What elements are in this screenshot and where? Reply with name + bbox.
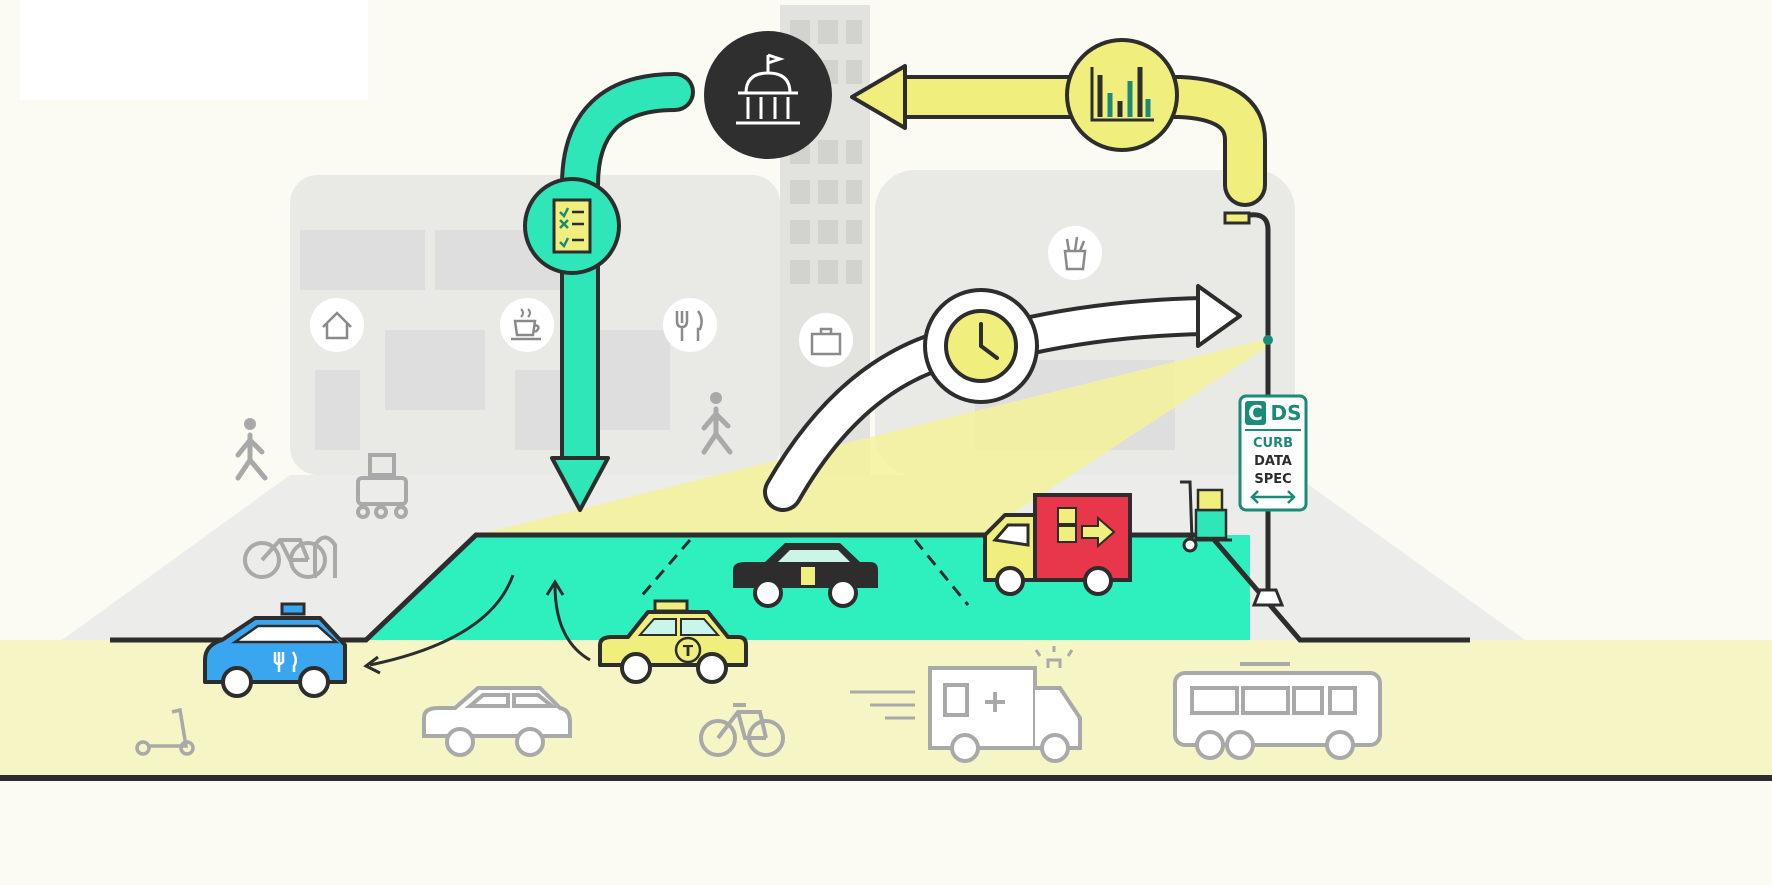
city-hall-icon <box>704 31 832 159</box>
sign-line-data: DATA <box>1254 454 1292 469</box>
rideshare-car <box>733 543 878 608</box>
delivery-robot-icon <box>356 453 408 519</box>
briefcase-icon <box>799 313 853 367</box>
hand-truck-icon <box>1180 480 1232 553</box>
bike-rack-icon <box>243 535 337 579</box>
taxi-badge-letter: T <box>683 642 694 660</box>
fork-knife-icon <box>663 298 717 352</box>
checklist-icon <box>523 177 621 275</box>
taxi-car: T <box>598 599 748 684</box>
pedestrian-icon <box>235 418 268 481</box>
blank-panel <box>20 0 368 100</box>
curb-data-spec-sign: C DS CURB DATA SPEC <box>1238 394 1308 512</box>
light-beam <box>476 338 1270 535</box>
pull-in-arrow <box>553 584 591 662</box>
sign-line-curb: CURB <box>1253 436 1293 451</box>
clock-icon <box>923 288 1039 404</box>
city-bus <box>1173 662 1382 760</box>
delivery-truck <box>983 493 1132 596</box>
pedestrian-icon <box>701 392 733 455</box>
yellow-data-arrow <box>882 79 1263 203</box>
scooter-icon <box>135 707 195 756</box>
sign-line-spec: SPEC <box>1254 472 1291 487</box>
house-icon <box>310 298 364 352</box>
ambulance <box>850 646 1082 763</box>
green-policy-arrow <box>564 76 691 486</box>
coffee-icon <box>500 298 554 352</box>
autonomous-delivery-car <box>203 602 347 698</box>
sign-letter-c: C <box>1248 401 1263 425</box>
sign-letters-ds: DS <box>1270 401 1301 425</box>
bar-chart-icon <box>1065 38 1179 152</box>
pull-out-arrow <box>369 574 515 667</box>
sedan-car <box>422 686 572 757</box>
bicycle-icon <box>699 703 785 757</box>
grocery-bag-icon <box>1048 226 1102 280</box>
